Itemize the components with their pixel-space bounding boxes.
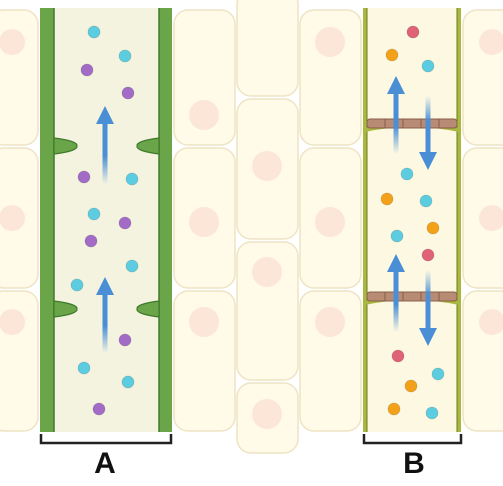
parenchyma-cell: [173, 9, 236, 146]
cell-nucleus: [315, 207, 345, 237]
orange-particle: [387, 402, 401, 416]
red-particle: [406, 25, 420, 39]
red-particle: [421, 248, 435, 262]
purple-particle: [92, 402, 106, 416]
xylem-rim-lower: [53, 300, 160, 318]
cyan-particle: [425, 406, 439, 420]
sieve-plate-upper: [365, 118, 459, 132]
red-particle: [391, 349, 405, 363]
parenchyma-cells: [0, 0, 503, 454]
cyan-particle: [125, 259, 139, 273]
orange-particle: [404, 379, 418, 393]
purple-particle: [80, 63, 94, 77]
xylem-lumen: [54, 8, 159, 432]
parenchyma-cell: [0, 9, 39, 146]
cell-nucleus: [189, 207, 219, 237]
label-b: B: [403, 447, 425, 480]
cell-nucleus: [479, 205, 503, 231]
cell-nucleus: [315, 307, 345, 337]
phloem-lumen: [367, 8, 457, 432]
cell-nucleus: [252, 257, 282, 287]
cyan-particle: [87, 207, 101, 221]
parenchyma-cell: [236, 0, 299, 97]
cyan-particle: [77, 361, 91, 375]
phloem-flow-arrows: [387, 76, 437, 346]
arrow-up-icon: [387, 76, 405, 154]
bracket-a: [39, 434, 173, 445]
cell-nucleus: [0, 309, 25, 335]
purple-particle: [84, 234, 98, 248]
parenchyma-cell: [173, 290, 236, 432]
xylem-wall-left: [40, 8, 54, 432]
arrow-up-icon: [96, 106, 114, 184]
cyan-particle: [125, 172, 139, 186]
cyan-particle: [419, 194, 433, 208]
cell-nucleus: [252, 151, 282, 181]
xylem-particles: [70, 25, 139, 416]
cell-nucleus: [479, 29, 503, 55]
cell-nucleus: [315, 27, 345, 57]
cyan-particle: [400, 167, 414, 181]
cell-nucleus: [252, 399, 282, 429]
orange-particle: [380, 192, 394, 206]
arrow-down-icon: [419, 270, 437, 346]
orange-particle: [426, 221, 440, 235]
phloem-wall-right: [457, 8, 461, 432]
cyan-particle: [390, 229, 404, 243]
orange-particle: [385, 48, 399, 62]
parenchyma-cell: [299, 290, 362, 432]
bracket-b: [362, 434, 463, 445]
purple-particle: [121, 86, 135, 100]
xylem-wall-right: [159, 8, 172, 432]
purple-particle: [77, 170, 91, 184]
cell-nucleus: [479, 309, 503, 335]
sieve-plate-lower: [365, 291, 459, 305]
arrow-down-icon: [419, 96, 437, 170]
arrow-up-icon: [387, 254, 405, 332]
phloem-particles: [380, 25, 445, 420]
cyan-particle: [421, 59, 435, 73]
xylem-flow-arrows: [96, 106, 114, 353]
cyan-particle: [70, 278, 84, 292]
xylem-vessel: [40, 8, 172, 432]
parenchyma-cell: [236, 241, 299, 381]
cyan-particle: [118, 49, 132, 63]
cell-nucleus: [0, 29, 25, 55]
cell-nucleus: [189, 307, 219, 337]
phloem-sieve-tube: [363, 8, 461, 432]
label-a: A: [94, 447, 116, 480]
cell-nucleus: [189, 100, 219, 130]
cell-nucleus: [0, 205, 25, 231]
cyan-particle: [121, 375, 135, 389]
cyan-particle: [87, 25, 101, 39]
purple-particle: [118, 333, 132, 347]
xylem-rim-upper: [53, 137, 160, 155]
purple-particle: [118, 216, 132, 230]
cyan-particle: [431, 367, 445, 381]
phloem-wall-left: [363, 8, 367, 432]
arrow-up-icon: [96, 277, 114, 353]
